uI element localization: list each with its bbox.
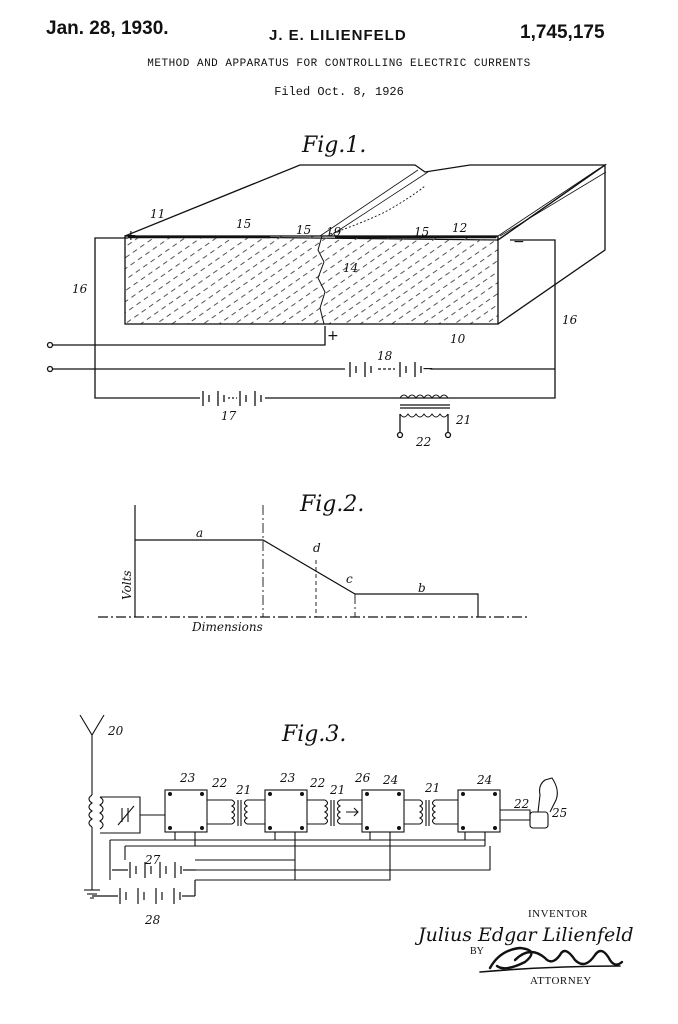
fig3-labels: 20 23 22 21 23 22 21 26 24 21 24 22 25 2… <box>107 724 567 927</box>
fig3-ref-21c: 21 <box>424 781 440 795</box>
fig2-labels: a d c b Volts Dimensions <box>120 526 426 634</box>
fig1-ref-11: 11 <box>150 207 165 221</box>
fig1-ref-16a: 16 <box>72 282 88 296</box>
fig1-title: Fig.1. <box>302 133 367 158</box>
fig3-ref-21b: 21 <box>329 783 345 797</box>
fig2-title: Fig.2. <box>300 492 365 517</box>
inventor-label: INVENTOR <box>528 908 589 920</box>
fig1-ref-14: 14 <box>343 261 358 275</box>
fig1-ref-15b: 15 <box>296 223 311 237</box>
fig1-labels: 11 15 15 19 15 12 14 16 16 10 18 17 21 2… <box>72 207 578 449</box>
inventor-header-name: J. E. LILIENFELD <box>269 27 407 44</box>
patent-number: 1,745,175 <box>520 22 605 43</box>
filed-date: Filed Oct. 8, 1926 <box>274 85 404 99</box>
fig3-title: Fig.3. <box>282 722 347 747</box>
fig3-ref-23a: 23 <box>179 771 196 785</box>
fig2-label-d: d <box>313 541 321 555</box>
fig1-ref-12: 12 <box>452 221 467 235</box>
patent-title: METHOD AND APPARATUS FOR CONTROLLING ELE… <box>147 58 531 70</box>
patent-date: Jan. 28, 1930. <box>46 18 169 39</box>
fig3-ref-21a: 21 <box>235 783 251 797</box>
fig1-ref-19: 19 <box>326 225 342 239</box>
fig2-xlabel: Dimensions <box>191 620 263 634</box>
attorney-label: ATTORNEY <box>530 975 592 987</box>
fig3-ref-23b: 23 <box>279 771 296 785</box>
fig3-ref-28: 28 <box>144 913 161 927</box>
fig3-ref-27: 27 <box>144 853 161 867</box>
fig1-ref-10: 10 <box>450 332 466 346</box>
fig2-label-b: b <box>418 581 426 595</box>
fig1-drawing <box>46 163 608 439</box>
attorney-signature <box>479 946 624 973</box>
fig2-label-c: c <box>346 572 353 586</box>
fig3-drawing <box>79 714 558 904</box>
fig1-ref-16b: 16 <box>562 313 578 327</box>
fig1-ref-22: 22 <box>415 435 431 449</box>
fig1-ref-15a: 15 <box>236 217 251 231</box>
fig1-plus-top: + <box>125 228 137 244</box>
fig3-ref-24b: 24 <box>476 773 492 787</box>
fig2-drawing <box>98 505 530 618</box>
fig3-ref-24a: 24 <box>382 773 398 787</box>
fig3-ref-26: 26 <box>354 771 371 785</box>
by-label: BY <box>470 946 484 957</box>
fig3-ref-22c: 22 <box>513 797 529 811</box>
fig3-ref-25: 25 <box>551 806 567 820</box>
fig1-ref-15c: 15 <box>414 225 429 239</box>
fig1-minus-battery: − <box>422 361 434 377</box>
fig3-ref-22b: 22 <box>309 776 325 790</box>
inventor-signature: Julius Edgar Lilienfeld <box>418 924 634 946</box>
fig2-ylabel: Volts <box>120 570 134 600</box>
fig1-ref-21: 21 <box>455 413 471 427</box>
fig1-ref-17: 17 <box>221 409 237 423</box>
fig1-ref-18: 18 <box>377 349 393 363</box>
fig3-ref-22a: 22 <box>211 776 227 790</box>
fig1-minus-top: − <box>513 234 525 250</box>
fig1-plus-mid: + <box>327 328 339 344</box>
fig2-label-a: a <box>196 526 203 540</box>
fig3-ref-20: 20 <box>107 724 124 738</box>
